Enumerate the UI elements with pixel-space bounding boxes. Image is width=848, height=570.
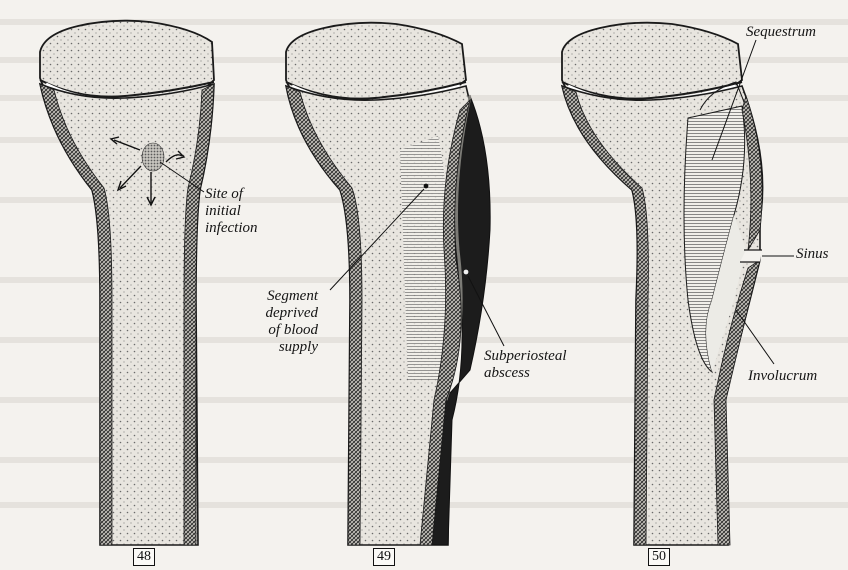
figure-number-48: 48	[133, 548, 155, 566]
label-subperiosteal-abscess: Subperiosteal abscess	[484, 348, 567, 382]
label-sequestrum: Sequestrum	[746, 24, 816, 41]
label-sinus: Sinus	[796, 246, 829, 263]
deprived-segment	[400, 136, 448, 380]
tibia-figure-50	[562, 23, 794, 545]
figure-number-50: 50	[648, 548, 670, 566]
label-deprived-segment: Segment deprived of blood supply	[248, 288, 318, 356]
tibia-figure-49	[286, 23, 504, 545]
figure-number-49: 49	[373, 548, 395, 566]
label-site-of-infection: Site of initial infection	[205, 186, 258, 237]
infection-site	[142, 143, 164, 171]
label-involucrum: Involucrum	[748, 368, 817, 385]
